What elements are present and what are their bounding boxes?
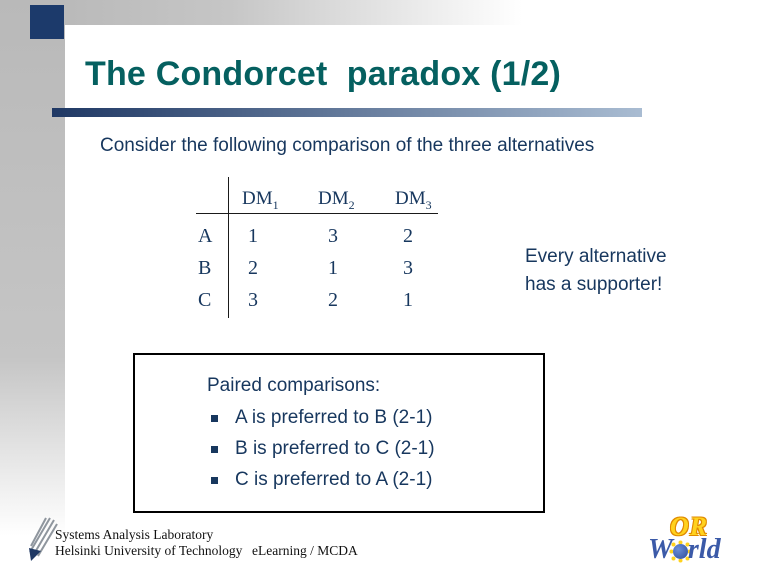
footer-org-line2: Helsinki University of Technology — [55, 543, 243, 558]
table-header-dm3: DM3 — [395, 188, 432, 213]
list-item: C is preferred to A (2-1) — [211, 469, 432, 491]
row-label: C — [198, 289, 212, 311]
intro-text: Consider the following comparison of the… — [100, 135, 595, 156]
slide-title: The Condorcet paradox (1/2) — [85, 55, 562, 93]
top-gradient-band — [0, 0, 768, 25]
table-header-dm1: DM1 — [242, 188, 279, 213]
table-header-underline — [196, 213, 438, 214]
callout-line1: Every alternative — [525, 246, 667, 267]
header-subscript: 3 — [425, 197, 432, 212]
table-cell: 3 — [248, 289, 258, 311]
square-bullet-icon — [211, 476, 218, 484]
table-cell: 3 — [403, 257, 413, 279]
callout-line2: has a supporter! — [525, 274, 663, 295]
sal-logo-icon — [29, 517, 58, 561]
list-item: A is preferred to B (2-1) — [211, 407, 432, 429]
table-cell: 3 — [328, 225, 338, 247]
header-subscript: 2 — [348, 197, 355, 212]
footer-course: eLearning / MCDA — [252, 543, 358, 558]
header-label: DM — [395, 188, 426, 209]
header-label: DM — [318, 188, 349, 209]
table-cell: 1 — [403, 289, 413, 311]
or-world-logo-or-text: OR — [670, 512, 709, 541]
table-cell: 1 — [328, 257, 338, 279]
row-label: A — [198, 225, 213, 247]
table-row: A 1 3 2 — [0, 225, 768, 249]
paired-comparisons-heading: Paired comparisons: — [207, 375, 381, 396]
table-cell: 2 — [403, 225, 413, 247]
table-vertical-line — [228, 177, 229, 318]
table-row: C 3 2 1 — [0, 289, 768, 313]
header-subscript: 1 — [272, 197, 279, 212]
table-row: B 2 1 3 — [0, 257, 768, 281]
supporter-callout: Every alternative has a supporter! — [525, 243, 667, 299]
square-bullet-icon — [211, 414, 218, 422]
list-item-text: B is preferred to C (2-1) — [235, 438, 435, 459]
list-item-text: C is preferred to A (2-1) — [235, 469, 433, 490]
list-item: B is preferred to C (2-1) — [211, 438, 435, 460]
square-bullet-icon — [211, 445, 218, 453]
table-cell: 1 — [248, 225, 258, 247]
title-underline-bar — [52, 108, 642, 117]
globe-icon — [672, 544, 688, 559]
table-cell: 2 — [328, 289, 338, 311]
table-header-dm2: DM2 — [318, 188, 355, 213]
table-cell: 2 — [248, 257, 258, 279]
world-w: W — [648, 534, 673, 565]
row-label: B — [198, 257, 212, 279]
paired-comparisons-box: Paired comparisons: A is preferred to B … — [133, 353, 545, 513]
world-rld: rld — [687, 534, 721, 565]
header-label: DM — [242, 188, 273, 209]
footer-org-line1: Systems Analysis Laboratory — [55, 527, 214, 542]
list-item-text: A is preferred to B (2-1) — [235, 407, 433, 428]
corner-accent-square — [30, 5, 64, 39]
left-gradient-column — [0, 0, 65, 576]
